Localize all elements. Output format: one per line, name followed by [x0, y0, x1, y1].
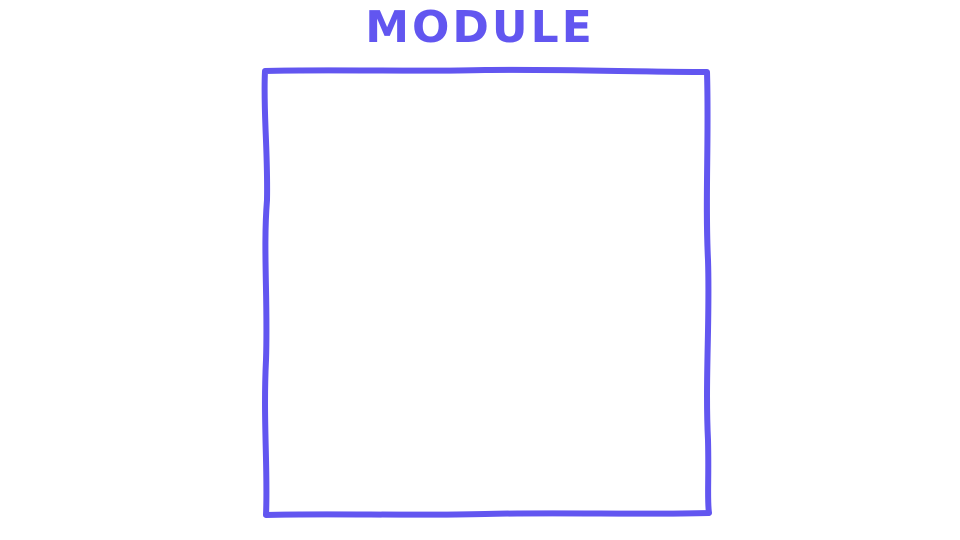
- module-title: MODULE: [365, 2, 595, 53]
- module-box-outline: [261, 66, 712, 518]
